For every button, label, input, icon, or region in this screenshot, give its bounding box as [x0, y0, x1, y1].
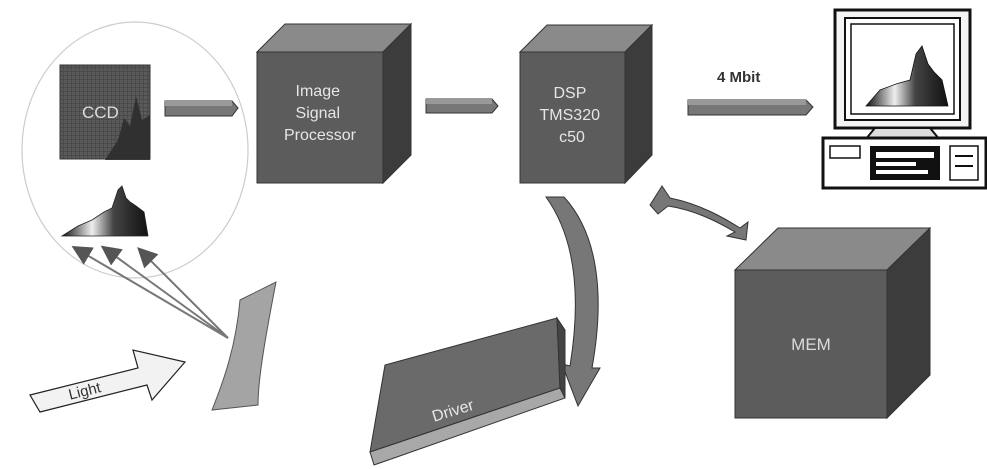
dsp-label-line-1: DSP	[553, 85, 586, 102]
mirror	[211, 281, 277, 411]
data-rate-label: 4 Mbit	[717, 69, 760, 86]
histogram-graphic	[60, 185, 149, 237]
arrow-isp-to-dsp	[425, 98, 499, 114]
svg-text:DSP TMS320 c50: DSP TMS320 c50	[540, 85, 605, 146]
light-arrow: Light	[29, 349, 187, 413]
dsp-label-line-3: c50	[559, 129, 585, 146]
ccd-label: CCD	[82, 103, 119, 122]
arrow-dsp-to-driver	[545, 196, 601, 408]
arrow-dsp-mem-bidirectional	[649, 185, 749, 241]
isp-label-line-1: Image	[296, 83, 341, 100]
ccd-group: CCD	[21, 21, 249, 339]
ccd-sensor: CCD	[59, 64, 151, 160]
svg-text:Image Signal Proce: Image Signal Processor	[284, 83, 357, 144]
dsp-label-line-2: TMS320	[540, 107, 601, 124]
arrow-dsp-to-pc: 4 Mbit	[687, 69, 814, 116]
image-signal-processor-box: Image Signal Processor	[255, 22, 413, 185]
isp-label-line-2: Signal	[296, 105, 340, 122]
ccd-scope-ellipse	[21, 21, 249, 279]
dsp-box: DSP TMS320 c50	[518, 23, 654, 185]
arrow-ccd-to-isp	[164, 100, 239, 117]
reflected-light-rays	[71, 245, 229, 339]
mem-box: MEM	[733, 226, 932, 420]
mem-label: MEM	[791, 335, 831, 354]
isp-label-line-3: Processor	[284, 127, 357, 144]
driver-block: Driver	[369, 316, 566, 466]
light-label: Light	[67, 379, 103, 404]
computer-icon	[821, 8, 987, 190]
